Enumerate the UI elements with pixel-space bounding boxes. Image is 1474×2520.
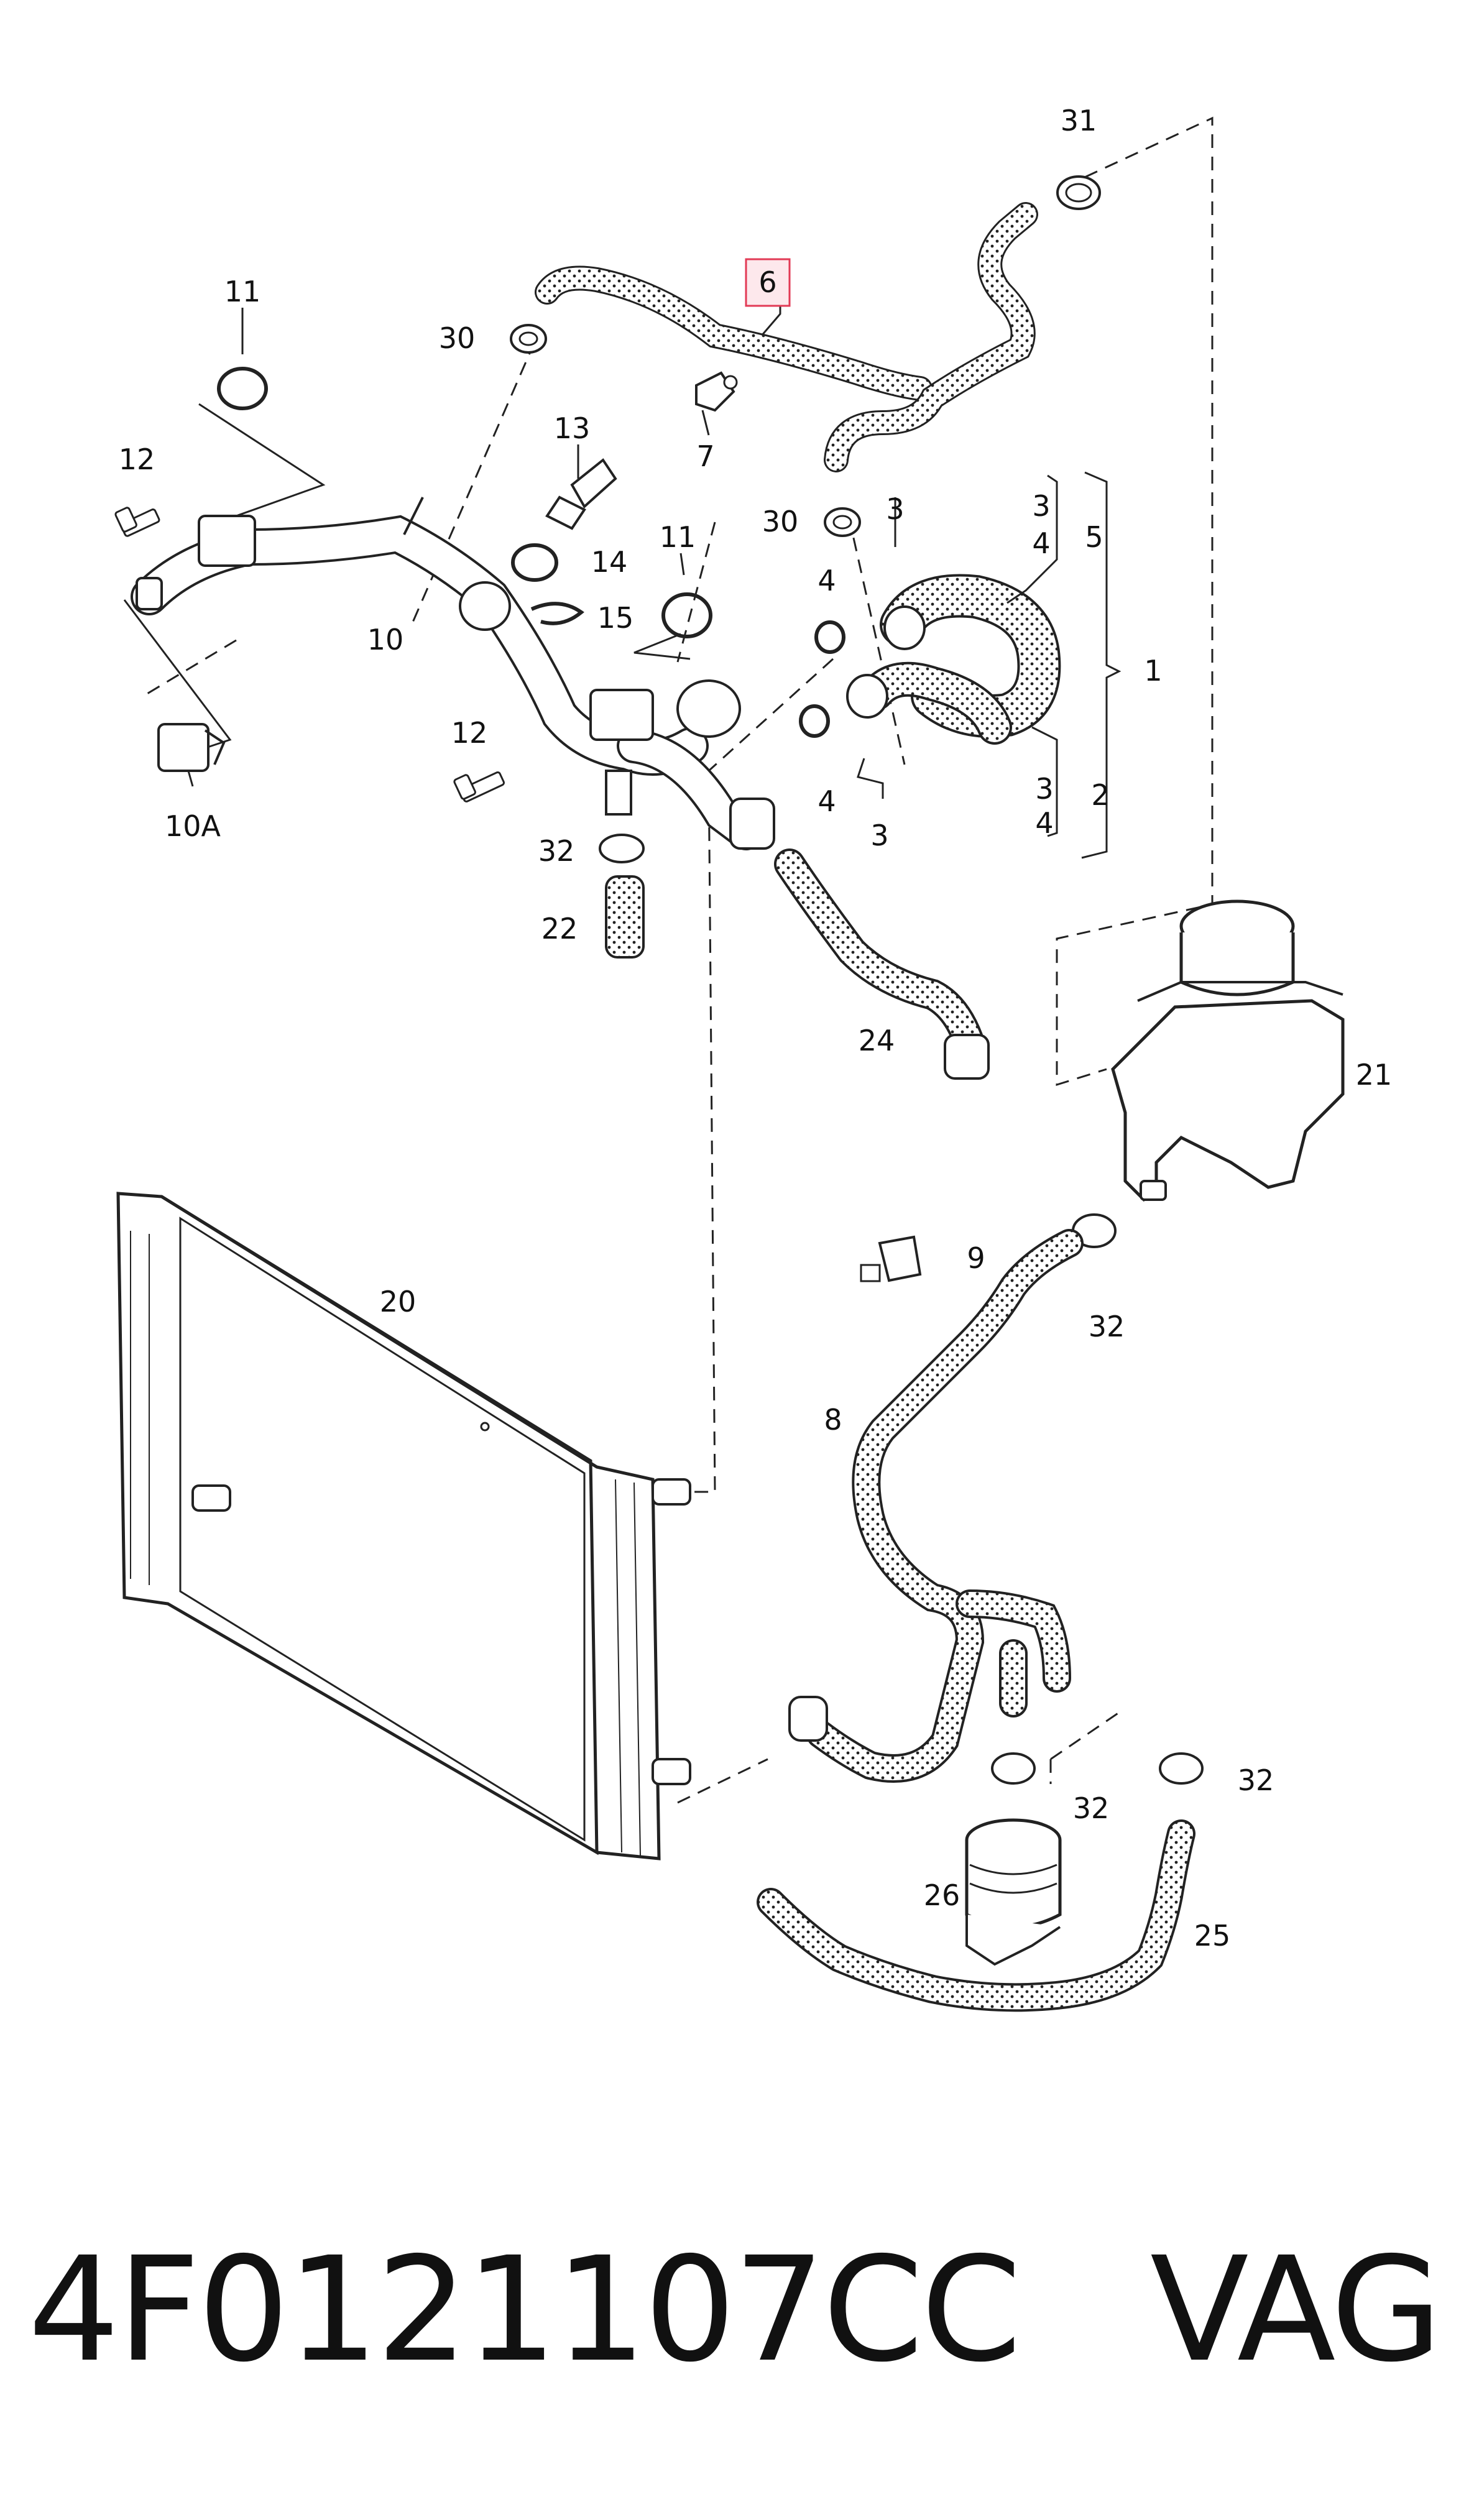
- callout-13: 13: [554, 412, 591, 445]
- callout-26: 26: [924, 1879, 960, 1912]
- bracket-7[interactable]: [695, 371, 738, 412]
- group-brackets: [1006, 471, 1122, 859]
- o-ring-14[interactable]: [511, 543, 558, 582]
- hose-clip-32a[interactable]: [599, 834, 645, 863]
- temperature-sensor-13[interactable]: [545, 458, 617, 530]
- callout-10: 10: [367, 623, 404, 656]
- hose-end-2: [846, 674, 888, 719]
- callout-1: 1: [1144, 654, 1162, 687]
- hose-clip-30b[interactable]: [824, 507, 861, 537]
- callout-3-c: 3: [1035, 772, 1053, 806]
- hose-clip-32d[interactable]: [1159, 1752, 1204, 1785]
- callout-4-a: 4: [818, 564, 836, 597]
- callout-11-mid: 11: [660, 520, 696, 554]
- part-number: 4F0121107CC: [28, 2226, 1021, 2394]
- retaining-clip-15[interactable]: [530, 602, 584, 625]
- clip-9[interactable]: [860, 1235, 922, 1282]
- callout-22: 22: [541, 912, 578, 945]
- brand: VAG: [1150, 2226, 1442, 2394]
- footer: 4F0121107CC VAG: [0, 2225, 1474, 2412]
- callout-20: 20: [380, 1285, 417, 1318]
- callout-11-top: 11: [224, 275, 261, 308]
- callout-10A: 10A: [165, 809, 221, 843]
- hose-6[interactable]: [535, 265, 933, 401]
- callout-4-d: 4: [1035, 806, 1053, 840]
- callout-2: 2: [1091, 778, 1109, 812]
- callout-32-a: 32: [538, 834, 575, 868]
- bolt-12a[interactable]: [114, 507, 160, 537]
- hose-end-5: [883, 605, 926, 650]
- callout-14: 14: [591, 545, 628, 579]
- callout-25: 25: [1194, 1919, 1231, 1952]
- callout-24: 24: [859, 1024, 895, 1057]
- callout-5: 5: [1085, 520, 1103, 554]
- coolant-pipe-10[interactable]: [131, 497, 763, 850]
- hose-25[interactable]: [757, 1819, 1195, 2012]
- highlight-box: [745, 258, 791, 307]
- o-ring-4b[interactable]: [799, 704, 830, 738]
- hose-clip-32c[interactable]: [991, 1752, 1036, 1785]
- o-ring-4a[interactable]: [814, 620, 845, 654]
- callout-3-b: 3: [1032, 489, 1050, 523]
- connector-10A[interactable]: [157, 723, 226, 772]
- hose-clip-30a[interactable]: [510, 324, 547, 354]
- callout-30-top: 30: [439, 321, 476, 355]
- callout-12-top: 12: [119, 443, 155, 476]
- callout-31: 31: [1061, 104, 1097, 137]
- callout-32-c: 32: [1073, 1791, 1110, 1825]
- callout-30-mid: 30: [762, 505, 799, 538]
- hose-8[interactable]: [788, 1229, 1084, 1783]
- callout-32-d: 32: [1238, 1764, 1274, 1797]
- hose-22[interactable]: [605, 875, 645, 959]
- guide-lines: [142, 116, 1214, 1804]
- bolt-12b[interactable]: [453, 771, 505, 802]
- o-ring-11b[interactable]: [661, 592, 712, 638]
- callout-7: 7: [696, 439, 714, 473]
- callout-3-d: 3: [870, 819, 888, 852]
- radiator-20[interactable]: [116, 1192, 691, 1860]
- callout-3-a: 3: [886, 492, 904, 526]
- callout-12-mid: 12: [451, 716, 488, 750]
- callout-9: 9: [967, 1241, 985, 1275]
- callout-32-b: 32: [1089, 1310, 1125, 1343]
- o-ring-11a[interactable]: [217, 367, 268, 410]
- callout-21: 21: [1356, 1058, 1393, 1092]
- callout-8: 8: [824, 1403, 842, 1437]
- coolant-pump-26[interactable]: [965, 1818, 1062, 1966]
- hose-clip-31[interactable]: [1056, 175, 1101, 210]
- callout-labels: 31 6 11 30 7 13 12 14 11 15 30 3 3 4 5 4…: [119, 104, 1393, 1952]
- hose-31[interactable]: [824, 202, 1038, 472]
- callout-4-b: 4: [1032, 527, 1050, 560]
- hose-24[interactable]: [729, 798, 990, 1080]
- expansion-tank-21[interactable]: [1111, 899, 1345, 1202]
- hose-2[interactable]: [859, 661, 1012, 745]
- callout-15: 15: [597, 601, 634, 635]
- callout-6[interactable]: 6: [758, 265, 776, 299]
- leader-lines: [123, 277, 896, 799]
- callout-4-c: 4: [818, 784, 836, 818]
